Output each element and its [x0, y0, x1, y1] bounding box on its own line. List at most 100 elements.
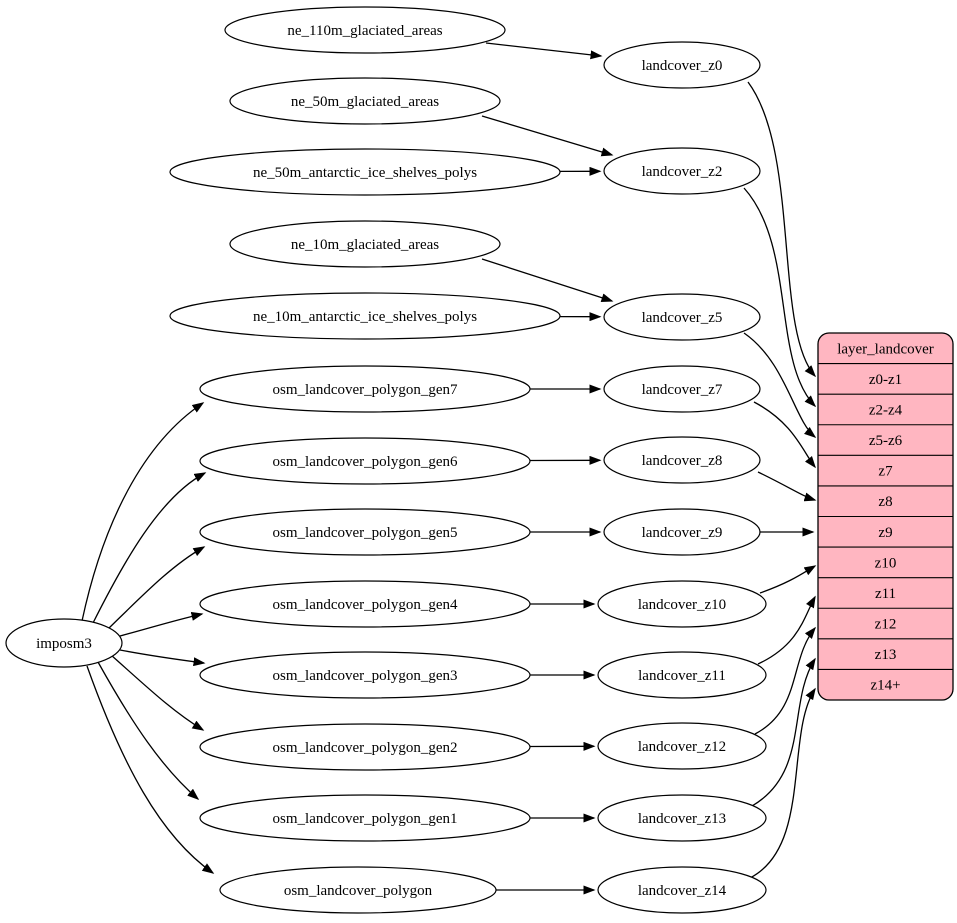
edge-imposm3-to-osm_landcover_polygon_gen4	[119, 612, 204, 637]
node-label-osm_landcover_polygon_gen4: osm_landcover_polygon_gen4	[273, 597, 458, 613]
node-ellipse-landcover_z12	[597, 722, 767, 770]
node-label-landcover_z14: landcover_z14	[638, 883, 727, 899]
edge-landcover_z7-to-layer_landcover.z7	[753, 401, 816, 469]
edge-landcover_z2-to-layer_landcover.z2-z4	[743, 187, 817, 408]
node-label-osm_landcover_polygon_gen7: osm_landcover_polygon_gen7	[273, 382, 458, 398]
edge-landcover_z5-to-layer_landcover.z5-z6	[743, 332, 817, 438]
node-landcover_z12: landcover_z12	[597, 722, 767, 770]
edge-landcover_z11-to-layer_landcover.z11	[757, 595, 816, 665]
edge-imposm3-to-osm_landcover_polygon_gen1	[97, 661, 200, 800]
node-label-osm_landcover_polygon_gen3: osm_landcover_polygon_gen3	[273, 668, 458, 684]
node-ellipse-landcover_z8	[603, 436, 761, 484]
edge-landcover_z8-to-layer_landcover.z8	[757, 471, 817, 502]
edge-landcover_z14-to-layer_landcover.z14+	[749, 687, 816, 879]
node-osm_landcover_polygon_gen5: osm_landcover_polygon_gen5	[199, 508, 531, 556]
edge-imposm3-to-osm_landcover_polygon_gen3	[119, 649, 206, 667]
node-ellipse-landcover_z10	[597, 580, 767, 628]
node-imposm3: imposm3	[5, 618, 123, 668]
edge-landcover_z10-to-layer_landcover.z10	[759, 565, 817, 594]
node-ellipse-ne_10m_antarctic_ice_shelves_polys	[169, 292, 561, 340]
node-label-osm_landcover_polygon: osm_landcover_polygon	[284, 883, 433, 899]
node-landcover_z10: landcover_z10	[597, 580, 767, 628]
node-osm_landcover_polygon_gen7: osm_landcover_polygon_gen7	[199, 365, 531, 413]
node-ellipse-ne_10m_glaciated_areas	[229, 220, 501, 268]
node-landcover_z14: landcover_z14	[597, 866, 767, 914]
node-ellipse-ne_50m_glaciated_areas	[229, 77, 501, 125]
table-row-z14+: z14+	[870, 678, 900, 694]
edge-layer	[81, 42, 817, 895]
node-osm_landcover_polygon_gen3: osm_landcover_polygon_gen3	[199, 651, 531, 699]
node-label-landcover_z10: landcover_z10	[638, 597, 726, 613]
node-label-ne_110m_glaciated_areas: ne_110m_glaciated_areas	[287, 23, 442, 39]
node-label-landcover_z2: landcover_z2	[642, 164, 723, 180]
node-landcover_z2: landcover_z2	[603, 147, 761, 195]
node-ne_50m_antarctic_ice_shelves_polys: ne_50m_antarctic_ice_shelves_polys	[169, 148, 561, 196]
node-ellipse-osm_landcover_polygon	[219, 866, 497, 914]
node-ne_10m_antarctic_ice_shelves_polys: ne_10m_antarctic_ice_shelves_polys	[169, 292, 561, 340]
table-header: layer_landcover	[837, 341, 934, 357]
node-ellipse-ne_50m_antarctic_ice_shelves_polys	[169, 148, 561, 196]
node-ellipse-landcover_z13	[597, 794, 767, 842]
edge-landcover_z12-to-layer_landcover.z12	[754, 626, 816, 735]
node-ellipse-osm_landcover_polygon_gen6	[199, 437, 531, 485]
node-ellipse-landcover_z7	[603, 365, 761, 413]
node-label-imposm3: imposm3	[36, 636, 92, 652]
node-ellipse-osm_landcover_polygon_gen2	[199, 723, 531, 771]
table-row-z2-z4: z2-z4	[869, 402, 903, 418]
node-label-landcover_z7: landcover_z7	[642, 382, 723, 398]
table-row-z12: z12	[875, 617, 897, 633]
node-label-osm_landcover_polygon_gen5: osm_landcover_polygon_gen5	[273, 525, 458, 541]
node-ellipse-ne_110m_glaciated_areas	[224, 6, 506, 54]
node-label-ne_50m_antarctic_ice_shelves_polys: ne_50m_antarctic_ice_shelves_polys	[253, 165, 477, 181]
edge-landcover_z0-to-layer_landcover.z0-z1	[747, 81, 816, 378]
node-layer: imposm3 ne_110m_glaciated_areas ne_50m_gla…	[5, 6, 767, 914]
table-row-z10: z10	[875, 555, 897, 571]
edge-ne_50m_glaciated_areas-to-landcover_z2	[481, 115, 614, 157]
node-landcover_z11: landcover_z11	[597, 651, 767, 699]
node-osm_landcover_polygon_gen6: osm_landcover_polygon_gen6	[199, 437, 531, 485]
table-row-z11: z11	[875, 586, 896, 602]
edge-imposm3-to-osm_landcover_polygon_gen6	[91, 472, 207, 626]
edge-imposm3-to-osm_landcover_polygon_gen7	[81, 402, 205, 622]
edge-ne_110m_glaciated_areas-to-landcover_z0	[485, 42, 603, 60]
node-label-landcover_z9: landcover_z9	[642, 525, 723, 541]
table-layer_landcover: layer_landcoverz0-z1z2-z4z5-z6z7z8z9z10z…	[817, 332, 954, 701]
node-osm_landcover_polygon_gen4: osm_landcover_polygon_gen4	[199, 580, 531, 628]
node-osm_landcover_polygon_gen1: osm_landcover_polygon_gen1	[199, 794, 531, 842]
edge-landcover_z13-to-layer_landcover.z13	[751, 657, 816, 807]
node-ellipse-landcover_z11	[597, 651, 767, 699]
edge-ne_10m_glaciated_areas-to-landcover_z5	[481, 258, 614, 303]
node-ne_110m_glaciated_areas: ne_110m_glaciated_areas	[224, 6, 506, 54]
node-ellipse-osm_landcover_polygon_gen4	[199, 580, 531, 628]
node-ellipse-osm_landcover_polygon_gen7	[199, 365, 531, 413]
node-osm_landcover_polygon: osm_landcover_polygon	[219, 866, 497, 914]
table-row-z9: z9	[878, 525, 892, 541]
node-ellipse-osm_landcover_polygon_gen1	[199, 794, 531, 842]
edge-imposm3-to-osm_landcover_polygon_gen2	[110, 654, 205, 731]
node-landcover_z9: landcover_z9	[603, 508, 761, 556]
node-label-ne_50m_glaciated_areas: ne_50m_glaciated_areas	[291, 94, 439, 110]
edge-imposm3-to-osm_landcover_polygon_gen5	[105, 546, 206, 632]
node-ellipse-imposm3	[5, 618, 123, 668]
node-label-osm_landcover_polygon_gen6: osm_landcover_polygon_gen6	[273, 454, 458, 470]
table-layer: layer_landcoverz0-z1z2-z4z5-z6z7z8z9z10z…	[817, 332, 954, 701]
node-landcover_z8: landcover_z8	[603, 436, 761, 484]
node-label-landcover_z12: landcover_z12	[638, 739, 726, 755]
node-ellipse-osm_landcover_polygon_gen5	[199, 508, 531, 556]
node-landcover_z13: landcover_z13	[597, 794, 767, 842]
node-label-ne_10m_glaciated_areas: ne_10m_glaciated_areas	[291, 237, 439, 253]
node-ellipse-landcover_z9	[603, 508, 761, 556]
node-ellipse-landcover_z0	[603, 41, 761, 89]
node-label-landcover_z13: landcover_z13	[638, 811, 726, 827]
node-ne_10m_glaciated_areas: ne_10m_glaciated_areas	[229, 220, 501, 268]
node-label-landcover_z11: landcover_z11	[638, 668, 726, 684]
node-landcover_z7: landcover_z7	[603, 365, 761, 413]
node-label-osm_landcover_polygon_gen2: osm_landcover_polygon_gen2	[273, 740, 458, 756]
edge-imposm3-to-osm_landcover_polygon	[86, 665, 215, 874]
node-osm_landcover_polygon_gen2: osm_landcover_polygon_gen2	[199, 723, 531, 771]
node-label-ne_10m_antarctic_ice_shelves_polys: ne_10m_antarctic_ice_shelves_polys	[253, 309, 477, 325]
table-row-z0-z1: z0-z1	[869, 372, 902, 388]
node-ellipse-landcover_z5	[603, 293, 761, 341]
